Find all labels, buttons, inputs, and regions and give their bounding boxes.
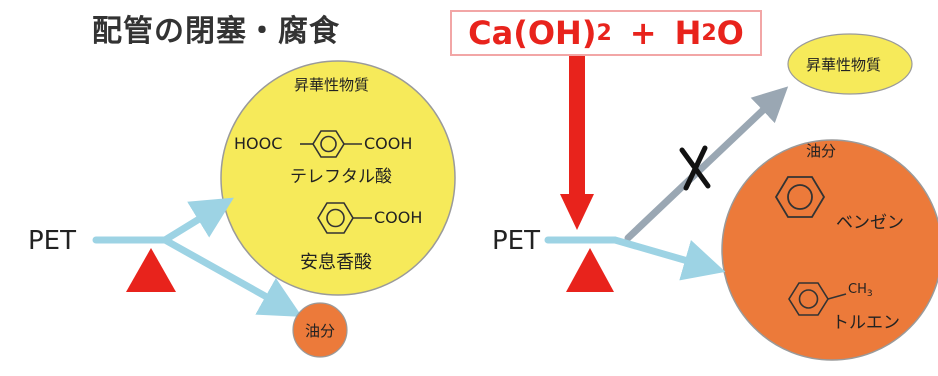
blocked-arrow (624, 86, 789, 242)
right-pet-label: PET (492, 226, 540, 256)
benzene-name: ベンゼン (836, 213, 904, 233)
page-title: 配管の閉塞・腐食 (92, 14, 340, 49)
acid1-name: テレフタル酸 (290, 167, 392, 187)
left-sublimate-label: 昇華性物質 (294, 76, 370, 94)
left-oil-label: 油分 (305, 322, 336, 340)
right-pipe (544, 236, 726, 281)
toluene-name: トルエン (832, 313, 900, 333)
acid1-left-group: HOOC (234, 134, 283, 153)
left-pet-label: PET (28, 226, 76, 256)
toluene-group: CH3 (848, 282, 873, 299)
reagent-arrow-head (560, 194, 594, 230)
acid2-right-group: COOH (374, 208, 423, 227)
formula-part2: H (674, 14, 702, 52)
left-pipe-main (92, 197, 234, 244)
right-heat-triangle (566, 248, 614, 292)
right-sublimate-ellipse (787, 33, 913, 95)
left-pipe-oil (161, 236, 303, 317)
terephthalic-ring (300, 130, 362, 158)
acid1-right-group: COOH (364, 134, 413, 153)
formula-sub1: 2 (596, 20, 612, 46)
formula-sub2: 2 (701, 20, 717, 46)
right-oil-circle (721, 139, 938, 361)
reagent-arrow-shaft (569, 56, 585, 196)
formula-part1: Ca(OH) (468, 14, 597, 52)
formula-plus: + (629, 14, 657, 52)
acid2-name: 安息香酸 (300, 252, 372, 273)
formula-part3: O (716, 14, 744, 52)
left-sublimate-circle (220, 60, 456, 296)
toluene-group-text: CH (848, 282, 867, 297)
block-x-mark (679, 145, 711, 191)
benzoic-ring (317, 202, 372, 234)
right-oil-label: 油分 (806, 142, 837, 160)
toluene-ring (788, 282, 847, 316)
toluene-group-sub: 3 (866, 289, 873, 299)
benzene-ring (774, 176, 826, 218)
left-oil-circle (292, 302, 348, 358)
left-heat-triangle (126, 248, 176, 292)
right-sublimate-label: 昇華性物質 (806, 56, 882, 74)
